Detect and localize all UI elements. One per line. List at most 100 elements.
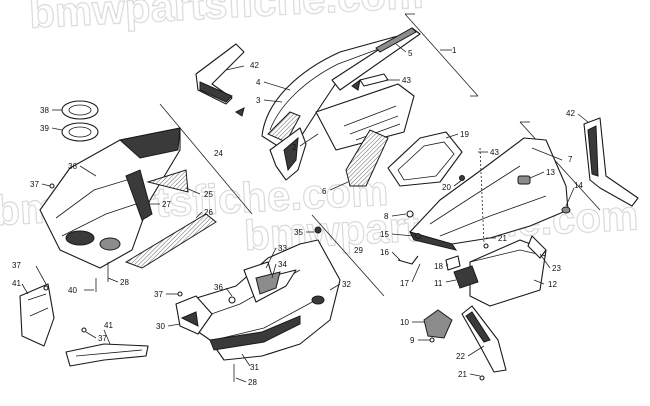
callout-30: 30 bbox=[156, 322, 165, 331]
part-38-ring bbox=[61, 100, 99, 120]
leader-c16 bbox=[391, 251, 401, 261]
callout-6: 6 bbox=[322, 187, 327, 196]
bracket-group-1 bbox=[404, 13, 479, 97]
fastener-21-bottom bbox=[479, 375, 485, 381]
callout-13: 13 bbox=[546, 168, 555, 177]
callout-31: 31 bbox=[250, 363, 259, 372]
callout-8: 8 bbox=[384, 212, 389, 221]
callout-22: 22 bbox=[456, 352, 465, 361]
callout-16: 16 bbox=[380, 248, 389, 257]
watermark-text-top: bmwpartsfiche.com bbox=[28, 0, 424, 37]
leader-c19 bbox=[445, 133, 459, 139]
part-19-window bbox=[387, 131, 463, 187]
part-5-windshield-edge bbox=[375, 27, 417, 53]
part-12-storage-box bbox=[469, 239, 547, 307]
leader-lines bbox=[21, 43, 589, 383]
leader-c20 bbox=[453, 179, 463, 187]
leader-c36b bbox=[225, 287, 233, 297]
leader-c15 bbox=[391, 233, 415, 237]
fastener-37-left-top bbox=[49, 183, 55, 189]
leader-c37b bbox=[35, 265, 47, 285]
leader-c28b bbox=[235, 377, 247, 383]
part-11-mount bbox=[453, 265, 479, 289]
part-39-ring-inner bbox=[68, 126, 92, 138]
callout-2: 2 bbox=[292, 143, 297, 152]
part-36-grommet bbox=[228, 296, 236, 304]
leader-c31 bbox=[241, 353, 251, 367]
part-6-mesh-panel bbox=[345, 129, 389, 187]
leader-c23 bbox=[539, 253, 551, 269]
part-24-panel-top-edge bbox=[118, 127, 181, 159]
callout-18: 18 bbox=[434, 262, 443, 271]
part-hood-nose-shade bbox=[283, 136, 299, 172]
callout-37-belly: 37 bbox=[154, 290, 163, 299]
callout-39: 39 bbox=[40, 124, 49, 133]
callout-15: 15 bbox=[380, 230, 389, 239]
leader-c3 bbox=[263, 99, 283, 103]
part-16-cable bbox=[397, 255, 419, 265]
callout-41-left: 41 bbox=[12, 279, 21, 288]
callout-25: 25 bbox=[204, 190, 213, 199]
fastener-37-belly bbox=[177, 291, 183, 297]
leader-c41b bbox=[103, 329, 111, 345]
callout-19: 19 bbox=[460, 130, 469, 139]
leader-c6 bbox=[329, 181, 349, 191]
leader-c30 bbox=[167, 323, 181, 327]
callout-34: 34 bbox=[278, 260, 287, 269]
bracket-group-24 bbox=[159, 103, 253, 215]
leader-c34 bbox=[271, 263, 277, 279]
callout-26: 26 bbox=[204, 208, 213, 217]
part-22-bracket-arm-shade bbox=[465, 311, 491, 343]
leader-c37a bbox=[41, 183, 51, 187]
leader-c26 bbox=[195, 211, 203, 219]
part-29-belly-pan-lower-edge bbox=[209, 315, 301, 351]
part-8-screw bbox=[406, 210, 414, 218]
part-30-bracket-shade bbox=[180, 311, 199, 327]
part-20-screw bbox=[459, 175, 465, 181]
callout-4: 4 bbox=[256, 78, 261, 87]
part-14-plug bbox=[561, 206, 571, 214]
leader-c11 bbox=[445, 279, 457, 283]
part-43-bracket-top bbox=[359, 73, 389, 87]
part-7-side-panel bbox=[409, 137, 569, 245]
part-26-mesh-panel bbox=[124, 213, 217, 269]
part-13-badge bbox=[517, 175, 531, 185]
leader-c7 bbox=[531, 147, 563, 161]
callout-1: 1 bbox=[452, 46, 457, 55]
callout-10: 10 bbox=[400, 318, 409, 327]
callout-20: 20 bbox=[442, 183, 451, 192]
part-41-bracket-bottom bbox=[65, 343, 149, 367]
belly-pan-assembly bbox=[175, 239, 341, 361]
callout-28-belly: 28 bbox=[248, 378, 257, 387]
arrow-marker-right bbox=[351, 78, 361, 91]
leader-c14 bbox=[565, 187, 575, 207]
leader-c22 bbox=[467, 345, 485, 357]
callout-12: 12 bbox=[548, 280, 557, 289]
fastener-21-top bbox=[483, 243, 489, 249]
callout-5: 5 bbox=[408, 49, 413, 58]
callout-21-top: 21 bbox=[498, 234, 507, 243]
leader-c18 bbox=[445, 263, 449, 267]
fastener-37-left-bottom bbox=[81, 327, 87, 333]
part-2-panel-shading bbox=[343, 105, 401, 141]
leader-c25 bbox=[185, 187, 201, 195]
right-side-panel-assembly bbox=[387, 117, 639, 373]
callout-29: 29 bbox=[354, 246, 363, 255]
leader-c8 bbox=[391, 213, 407, 217]
arrow-marker-left bbox=[235, 107, 245, 117]
leader-c36a bbox=[79, 165, 97, 177]
part-23-bracket bbox=[527, 235, 547, 259]
callout-37-left-bottom: 37 bbox=[98, 334, 107, 343]
part-24-panel-port-lower bbox=[99, 237, 121, 251]
callout-43-right: 43 bbox=[490, 148, 499, 157]
group-brackets bbox=[159, 13, 601, 297]
part-41-bracket-left-detail bbox=[27, 293, 49, 317]
callout-37-left-top: 37 bbox=[30, 180, 39, 189]
callout-42-right: 42 bbox=[566, 109, 575, 118]
leader-c39 bbox=[51, 127, 63, 131]
callout-21-bottom: 21 bbox=[458, 370, 467, 379]
leader-c13 bbox=[529, 171, 545, 179]
part-27-insert bbox=[125, 169, 153, 221]
callout-32: 32 bbox=[342, 280, 351, 289]
callout-27: 27 bbox=[162, 200, 171, 209]
